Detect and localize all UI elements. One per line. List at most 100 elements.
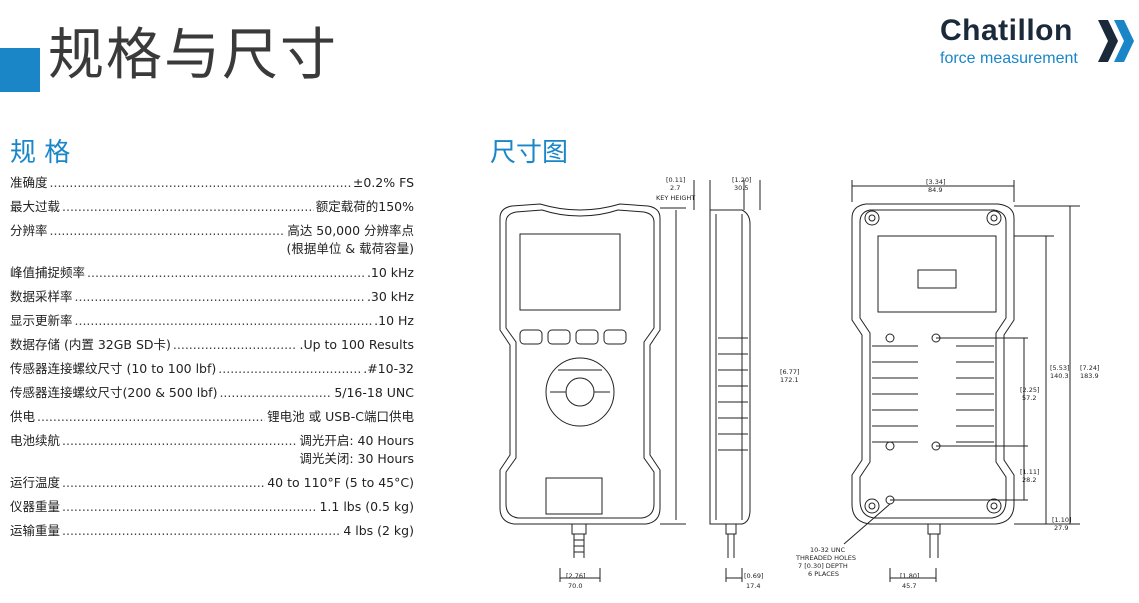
side-bottom-in: [0.69] (744, 572, 764, 580)
spec-value-line: .10 kHz (366, 265, 414, 280)
spec-value-line: 高达 50,000 分辨率点 (287, 223, 414, 238)
chatillon-logo: Chatillon force measurement (940, 14, 1136, 70)
spec-row: 最大过载额定载荷的150% (10, 198, 414, 216)
spec-label: 传感器连接螺纹尺寸 (10 to 100 lbf) (10, 361, 217, 376)
rear-width-mm: 84.9 (928, 186, 942, 194)
spec-value: 40 to 110°F (5 to 45°C) (267, 474, 414, 492)
spec-row: 仪器重量 1.1 lbs (0.5 kg) (10, 498, 414, 516)
key-height-in: [0.11] (666, 176, 686, 184)
spec-label: 供电 (10, 409, 36, 424)
spec-value: 4 lbs (2 kg) (343, 522, 414, 540)
side-view (660, 180, 761, 582)
spec-label: 准确度 (10, 175, 48, 190)
spec-value: 调光开启: 40 Hours 调光关闭: 30 Hours (299, 432, 414, 468)
dot-leader (62, 522, 341, 540)
hole-spacing-in: [2.25] (1020, 386, 1040, 394)
rear-h2-mm: 183.9 (1080, 372, 1099, 380)
spec-row: 准确度 ±0.2% FS (10, 174, 414, 192)
logo-tagline: force measurement (940, 50, 1078, 67)
spec-value-line: 锂电池 或 USB-C端口供电 (267, 409, 414, 424)
dot-leader (62, 498, 317, 516)
spec-value-line: 调光关闭: 30 Hours (299, 451, 414, 466)
dot-leader (62, 198, 314, 216)
spec-value-line: (根据单位 & 载荷容量) (286, 241, 414, 256)
specs-section-title: 规 格 (10, 138, 71, 168)
dot-leader (37, 408, 265, 426)
spec-label: 显示更新率 (10, 313, 73, 328)
spec-value: 5/16-18 UNC (334, 384, 414, 402)
dot-leader (75, 312, 373, 330)
threads-note-4: 6 PLACES (808, 570, 839, 578)
spec-value-line: 调光开启: 40 Hours (299, 433, 414, 448)
page-title: 规格与尺寸 (48, 23, 338, 88)
spec-value-line: .Up to 100 Results (299, 337, 414, 352)
spec-value: .#10-32 (363, 360, 414, 378)
side-bottom-mm: 17.4 (746, 582, 760, 590)
threads-note-1: 10-32 UNC (810, 546, 846, 554)
spec-row: 传感器连接螺纹尺寸 (10 to 100 lbf) .#10-32 (10, 360, 414, 378)
rear-bottom-in: [1.80] (900, 572, 920, 580)
threads-note-2: THREADED HOLES (795, 554, 856, 562)
spec-value-line: 5/16-18 UNC (334, 385, 414, 400)
logo-mark-icon (1098, 20, 1134, 62)
spec-label: 仪器重量 (10, 499, 61, 514)
spec-value: 高达 50,000 分辨率点 (根据单位 & 载荷容量) (287, 222, 414, 258)
spec-value-line: .#10-32 (363, 361, 414, 376)
key-height-label: KEY HEIGHT (656, 194, 695, 202)
spec-label: 数据存储 (内置 32GB SD卡) (10, 337, 171, 352)
dot-leader (50, 222, 285, 240)
rear-h1-mm: 140.3 (1050, 372, 1069, 380)
spec-value: 额定载荷的150% (316, 198, 414, 216)
hole-offset-in: [1.11] (1020, 468, 1040, 476)
spec-row: 传感器连接螺纹尺寸(200 & 500 lbf)5/16-18 UNC (10, 384, 414, 402)
spec-value: 锂电池 或 USB-C端口供电 (267, 408, 414, 426)
spec-row: 分辨率高达 50,000 分辨率点(根据单位 & 载荷容量) (10, 222, 414, 258)
spec-row: 供电 锂电池 或 USB-C端口供电 (10, 408, 414, 426)
spec-value: .10 Hz (374, 312, 414, 330)
header-accent-square (0, 48, 40, 92)
logo-name: Chatillon (940, 14, 1073, 47)
dot-leader (219, 384, 332, 402)
rear-view (843, 180, 1080, 582)
spec-label: 运输重量 (10, 523, 61, 538)
spec-value-line: 额定载荷的150% (315, 199, 414, 214)
spec-label: 峰值捕捉频率 (10, 265, 86, 280)
rear-width-in: [3.34] (926, 178, 946, 186)
spec-row: 运输重量 4 lbs (2 kg) (10, 522, 414, 540)
spec-list: 准确度±0.2% FS最大过载额定载荷的150%分辨率高达 50,000 分辨率… (10, 174, 414, 546)
spec-value: 1.1 lbs (0.5 kg) (319, 498, 414, 516)
dimension-drawing: [2.76] 70.0 [0.11] 2.7 KEY HEIGHT [1.20]… (499, 176, 1100, 590)
threads-note-3: 7 [0.30] DEPTH (798, 562, 848, 570)
spec-value-line: ±0.2% FS (352, 175, 414, 190)
side-depth-in: [1.20] (732, 176, 752, 184)
spec-row: 数据存储 (内置 32GB SD卡) .Up to 100 Results (10, 336, 414, 354)
key-height-mm: 2.7 (670, 184, 680, 192)
dot-leader (75, 288, 365, 306)
spec-label: 运行温度 (10, 475, 61, 490)
side-overall-mm: 172.1 (780, 376, 799, 384)
spec-row: 数据采样率 .30 kHz (10, 288, 414, 306)
spec-label: 数据采样率 (10, 289, 73, 304)
rear-bottom-mm: 45.7 (902, 582, 916, 590)
spec-value: .30 kHz (367, 288, 414, 306)
dot-leader (173, 336, 298, 354)
dot-leader (218, 360, 361, 378)
rear-h2-in: [7.24] (1080, 364, 1100, 372)
dims-section-title: 尺寸图 (490, 138, 569, 168)
bottom-offset-in: [1.10] (1052, 516, 1072, 524)
spec-value-line: .30 kHz (366, 289, 414, 304)
front-view (499, 203, 661, 582)
dot-leader (62, 474, 265, 492)
spec-value: ±0.2% FS (353, 174, 414, 192)
spec-value-line: 40 to 110°F (5 to 45°C) (267, 475, 414, 490)
front-width-mm: 70.0 (568, 582, 582, 590)
spec-value: .10 kHz (367, 264, 414, 282)
hole-offset-mm: 28.2 (1022, 476, 1036, 484)
spec-value-line: 4 lbs (2 kg) (343, 523, 414, 538)
spec-row: 运行温度 40 to 110°F (5 to 45°C) (10, 474, 414, 492)
side-depth-mm: 30.5 (734, 184, 748, 192)
spec-value-line: 1.1 lbs (0.5 kg) (319, 499, 414, 514)
spec-row: 显示更新率 .10 Hz (10, 312, 414, 330)
spec-value-line: .10 Hz (374, 313, 414, 328)
